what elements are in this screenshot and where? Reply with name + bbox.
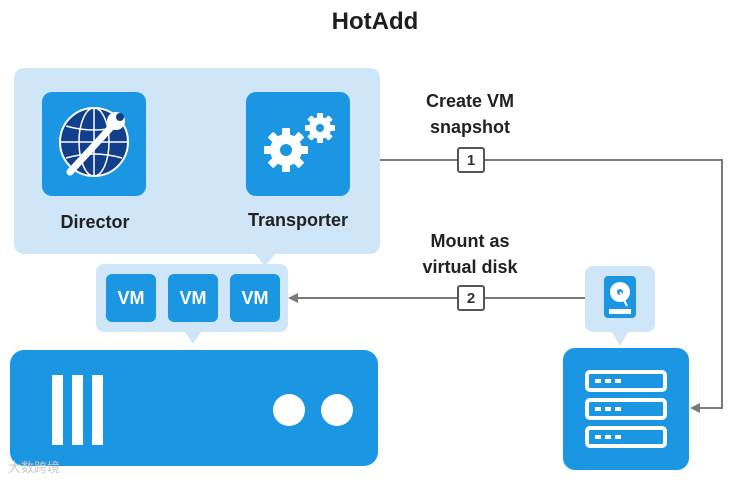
step1-label-line1: Create VM bbox=[425, 91, 515, 111]
step2-label-line2: virtual disk bbox=[422, 257, 518, 277]
gears-icon bbox=[264, 113, 335, 172]
step1-connector bbox=[380, 159, 723, 413]
watermark: 大数跨境 bbox=[8, 460, 61, 475]
vm-box: VM bbox=[230, 274, 280, 322]
server-bar bbox=[52, 375, 63, 445]
server-bar bbox=[72, 375, 83, 445]
globe-wrench-icon bbox=[59, 107, 129, 177]
step2-badge: 2 bbox=[457, 285, 485, 311]
host-server bbox=[10, 350, 378, 466]
transporter-label: Transporter bbox=[247, 210, 349, 230]
transporter-tile bbox=[246, 92, 350, 196]
server-light bbox=[273, 394, 305, 426]
director-label: Director bbox=[60, 212, 130, 232]
diagram-title: HotAdd bbox=[331, 8, 419, 35]
virtual-disk-tile bbox=[585, 266, 655, 332]
step1-label: Create VM snapshot bbox=[380, 88, 560, 140]
director-tile bbox=[42, 92, 146, 196]
server-bar bbox=[92, 375, 103, 445]
server-light bbox=[321, 394, 353, 426]
step2-label-line1: Mount as bbox=[430, 231, 510, 251]
storage-server bbox=[563, 348, 689, 470]
hard-disk-icon bbox=[604, 276, 636, 318]
step1-label-line2: snapshot bbox=[429, 117, 510, 137]
vm-box: VM bbox=[168, 274, 218, 322]
storage-server-icon bbox=[585, 370, 667, 448]
step1-badge: 1 bbox=[457, 147, 485, 173]
vm-box: VM bbox=[106, 274, 156, 322]
step2-label: Mount as virtual disk bbox=[380, 228, 560, 280]
